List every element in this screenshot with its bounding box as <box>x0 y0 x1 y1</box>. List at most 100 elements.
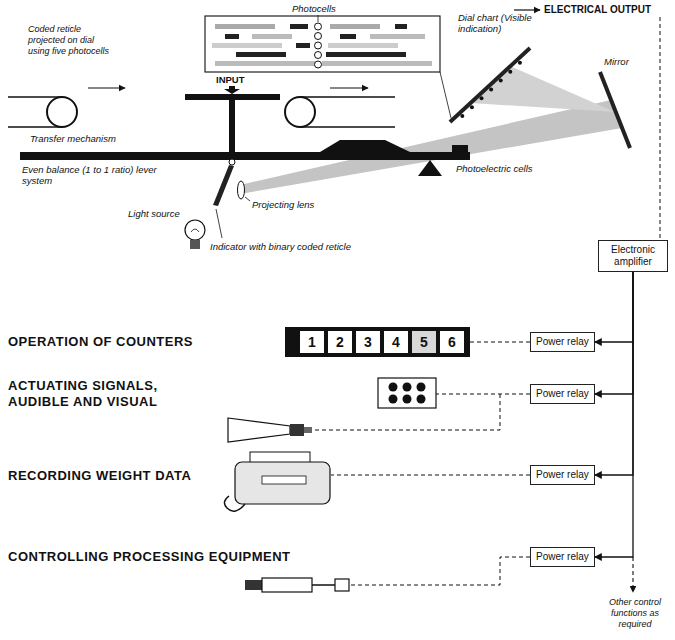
part-label: Even balance (1 to 1 ratio) lever system <box>22 164 172 187</box>
reticle-inset <box>318 15 319 22</box>
transfer-mechanism <box>300 126 395 128</box>
dial-chart <box>450 48 530 122</box>
counter-digit: 6 <box>440 334 464 351</box>
lever-system <box>216 209 222 238</box>
relay-box: Power relay <box>530 332 595 352</box>
signal-lamps <box>378 378 530 408</box>
transfer-mechanism <box>47 97 77 127</box>
section-heading: OPERATION OF COUNTERS <box>8 334 193 350</box>
box-text: Electronic amplifier <box>604 244 662 268</box>
recorder-symbol <box>262 476 306 484</box>
reticle-inset <box>395 24 407 29</box>
signal-lamps <box>389 395 398 404</box>
input-label: INPUT <box>216 74 245 85</box>
counter-symbol <box>285 327 530 357</box>
recorder-symbol <box>235 462 330 504</box>
transfer-mechanism <box>88 87 125 88</box>
counter-symbol <box>356 331 380 353</box>
reticle-inset <box>315 52 322 59</box>
part-label: Indicator with binary coded reticle <box>210 241 351 252</box>
reticle-inset <box>328 43 398 48</box>
processing-equipment <box>335 579 349 591</box>
lever-system <box>20 140 470 238</box>
photoelectric-cell <box>480 96 484 100</box>
reticle-inset <box>330 24 380 29</box>
transfer-mechanism <box>185 94 280 100</box>
transfer-mechanism <box>8 126 62 128</box>
photoelectric-cell <box>489 87 493 91</box>
transfer-mechanism <box>330 87 368 88</box>
transfer-mechanism <box>300 96 395 98</box>
processing-equipment <box>349 557 530 585</box>
counter-digit: 2 <box>328 334 352 351</box>
counter-symbol <box>440 331 464 353</box>
counter-digit: 4 <box>384 334 408 351</box>
processing-equipment <box>262 578 312 592</box>
section-heading: RECORDING WEIGHT DATA <box>8 468 191 484</box>
lever-system <box>229 159 235 165</box>
light-beam <box>470 66 615 112</box>
horn-symbol <box>304 427 312 433</box>
reticle-inset <box>315 42 322 49</box>
reticle-inset <box>296 43 310 48</box>
mirror <box>600 72 630 148</box>
counter-digit: 5 <box>412 334 436 351</box>
horn-symbol <box>228 394 500 442</box>
signal-lamps <box>378 378 436 408</box>
lever-system <box>452 145 468 152</box>
lever-system <box>238 181 245 199</box>
part-label: Transfer mechanism <box>30 133 116 144</box>
continuation-line <box>632 557 633 592</box>
part-label: Light source <box>128 208 184 219</box>
light-bulb <box>191 229 199 232</box>
reticle-inset <box>212 43 282 48</box>
box-text: Power relay <box>536 388 589 400</box>
light-bulb <box>185 220 205 249</box>
reticle-inset <box>236 52 286 57</box>
transfer-mechanism <box>224 86 240 94</box>
relay-box: Power relay <box>530 547 595 567</box>
transfer-mechanism <box>285 97 315 127</box>
signal-lamps <box>417 395 426 404</box>
lever-system <box>245 197 250 201</box>
reticle-inset <box>315 23 322 30</box>
horn-symbol <box>290 424 304 436</box>
horn-symbol <box>228 418 290 442</box>
reticle-inset <box>326 52 406 57</box>
light-bulb <box>185 220 205 240</box>
recorder-symbol <box>224 496 245 511</box>
lever-system <box>418 160 442 176</box>
reticle-inset <box>215 61 315 66</box>
signal-connector <box>595 272 633 342</box>
counter-symbol <box>470 342 530 343</box>
output-arrow <box>514 9 540 10</box>
signal-lamps <box>436 394 530 395</box>
horn-symbol <box>312 394 500 430</box>
part-label: Projecting lens <box>252 199 314 210</box>
counter-symbol <box>384 331 408 353</box>
part-label: Photoelectric cells <box>456 163 533 174</box>
amplifier-box: Electronic amplifier <box>598 240 668 272</box>
processing-equipment <box>312 584 335 586</box>
output-arrow <box>514 10 660 240</box>
note-label: Coded reticle projected on dial using fi… <box>28 24 116 56</box>
counter-symbol <box>285 327 470 357</box>
counter-symbol <box>412 331 436 353</box>
reticle-inset <box>315 33 322 40</box>
mirror <box>600 72 630 148</box>
light-beam <box>240 66 622 194</box>
reticle-inset <box>322 61 432 66</box>
recorder-symbol <box>331 475 530 476</box>
photoelectric-cell <box>470 105 474 109</box>
output-arrow <box>660 17 661 240</box>
reticle-inset <box>290 24 308 29</box>
recorder-symbol <box>224 452 530 511</box>
relay-box: Power relay <box>530 384 595 404</box>
signal-connector <box>595 272 633 394</box>
reticle-inset <box>225 34 239 39</box>
note-label: Other control functions as required <box>598 597 672 629</box>
counter-digit: 1 <box>300 334 324 351</box>
reticle-inset <box>205 15 451 118</box>
